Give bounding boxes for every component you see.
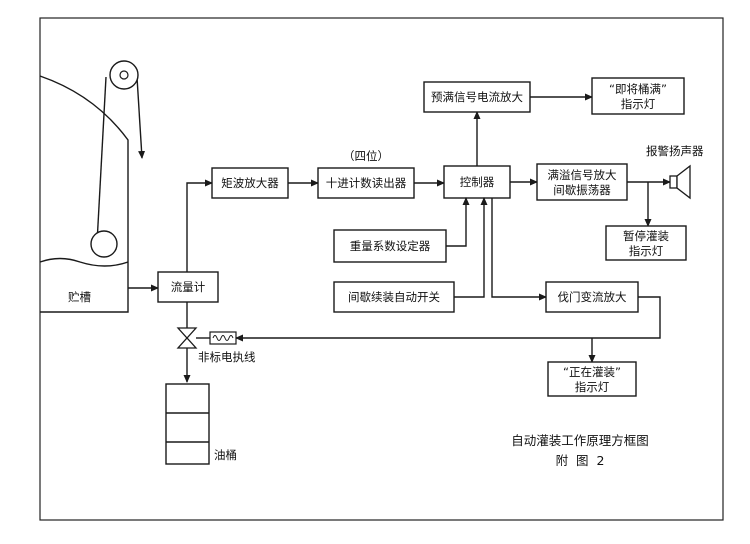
prefull-amplifier-label: 预满信号电流放大 xyxy=(431,90,523,104)
decimal-counter-box: 十进计数读出器 xyxy=(317,167,415,199)
decimal-counter-label: 十进计数读出器 xyxy=(326,176,407,190)
prefull-amplifier-box: 预满信号电流放大 xyxy=(423,81,531,113)
full-indicator-box: “即将桶满” 指示灯 xyxy=(591,77,685,115)
speaker-icon xyxy=(669,164,691,200)
solenoid-coil-icon xyxy=(209,331,237,345)
storage-tank: 贮槽 xyxy=(39,60,146,313)
overflow-amplifier-box: 满溢信号放大 间歇振荡器 xyxy=(536,163,628,201)
controller-label: 控制器 xyxy=(460,175,495,189)
page-border xyxy=(39,17,724,521)
flowmeter-label: 流量计 xyxy=(171,280,206,294)
oil-barrel xyxy=(165,383,210,465)
valve-amplifier-box: 伐门变流放大 xyxy=(545,281,639,313)
filling-indicator-line1: “正在灌装” xyxy=(563,365,621,379)
filling-indicator-line2: 指示灯 xyxy=(575,380,610,394)
alarm-speaker-label: 报警扬声器 xyxy=(646,144,704,158)
controller-box: 控制器 xyxy=(443,165,511,199)
full-indicator-line1: “即将桶满” xyxy=(609,82,667,96)
valve-icon xyxy=(176,327,198,349)
intermittent-switch-box: 间歇续装自动开关 xyxy=(333,281,455,313)
weight-setter-box: 重量系数设定器 xyxy=(333,229,447,263)
intermittent-switch-label: 间歇续装自动开关 xyxy=(348,290,440,304)
square-wave-amplifier-box: 矩波放大器 xyxy=(211,167,289,199)
flowmeter-box: 流量计 xyxy=(157,271,219,303)
four-digit-note: （四位） xyxy=(343,149,389,163)
overflow-amplifier-line2: 间歇振荡器 xyxy=(553,183,611,197)
oil-barrel-label: 油桶 xyxy=(214,448,237,462)
float-ball xyxy=(90,230,118,258)
non-standard-wire-label: 非标电执线 xyxy=(198,350,256,364)
full-indicator-line2: 指示灯 xyxy=(621,97,656,111)
weight-setter-label: 重量系数设定器 xyxy=(350,239,431,253)
caption-subtitle: 附 图 2 xyxy=(556,453,605,468)
valve-amplifier-label: 伐门变流放大 xyxy=(558,290,627,304)
filling-indicator-box: “正在灌装” 指示灯 xyxy=(547,361,637,397)
pause-indicator-line1: 暂停灌装 xyxy=(623,229,669,243)
tank-label: 贮槽 xyxy=(68,290,91,304)
caption-title: 自动灌装工作原理方框图 xyxy=(511,433,649,448)
overflow-amplifier-line1: 满溢信号放大 xyxy=(548,168,617,182)
pause-indicator-line2: 指示灯 xyxy=(629,244,664,258)
square-wave-amplifier-label: 矩波放大器 xyxy=(221,176,279,190)
pause-indicator-box: 暂停灌装 指示灯 xyxy=(605,225,687,261)
